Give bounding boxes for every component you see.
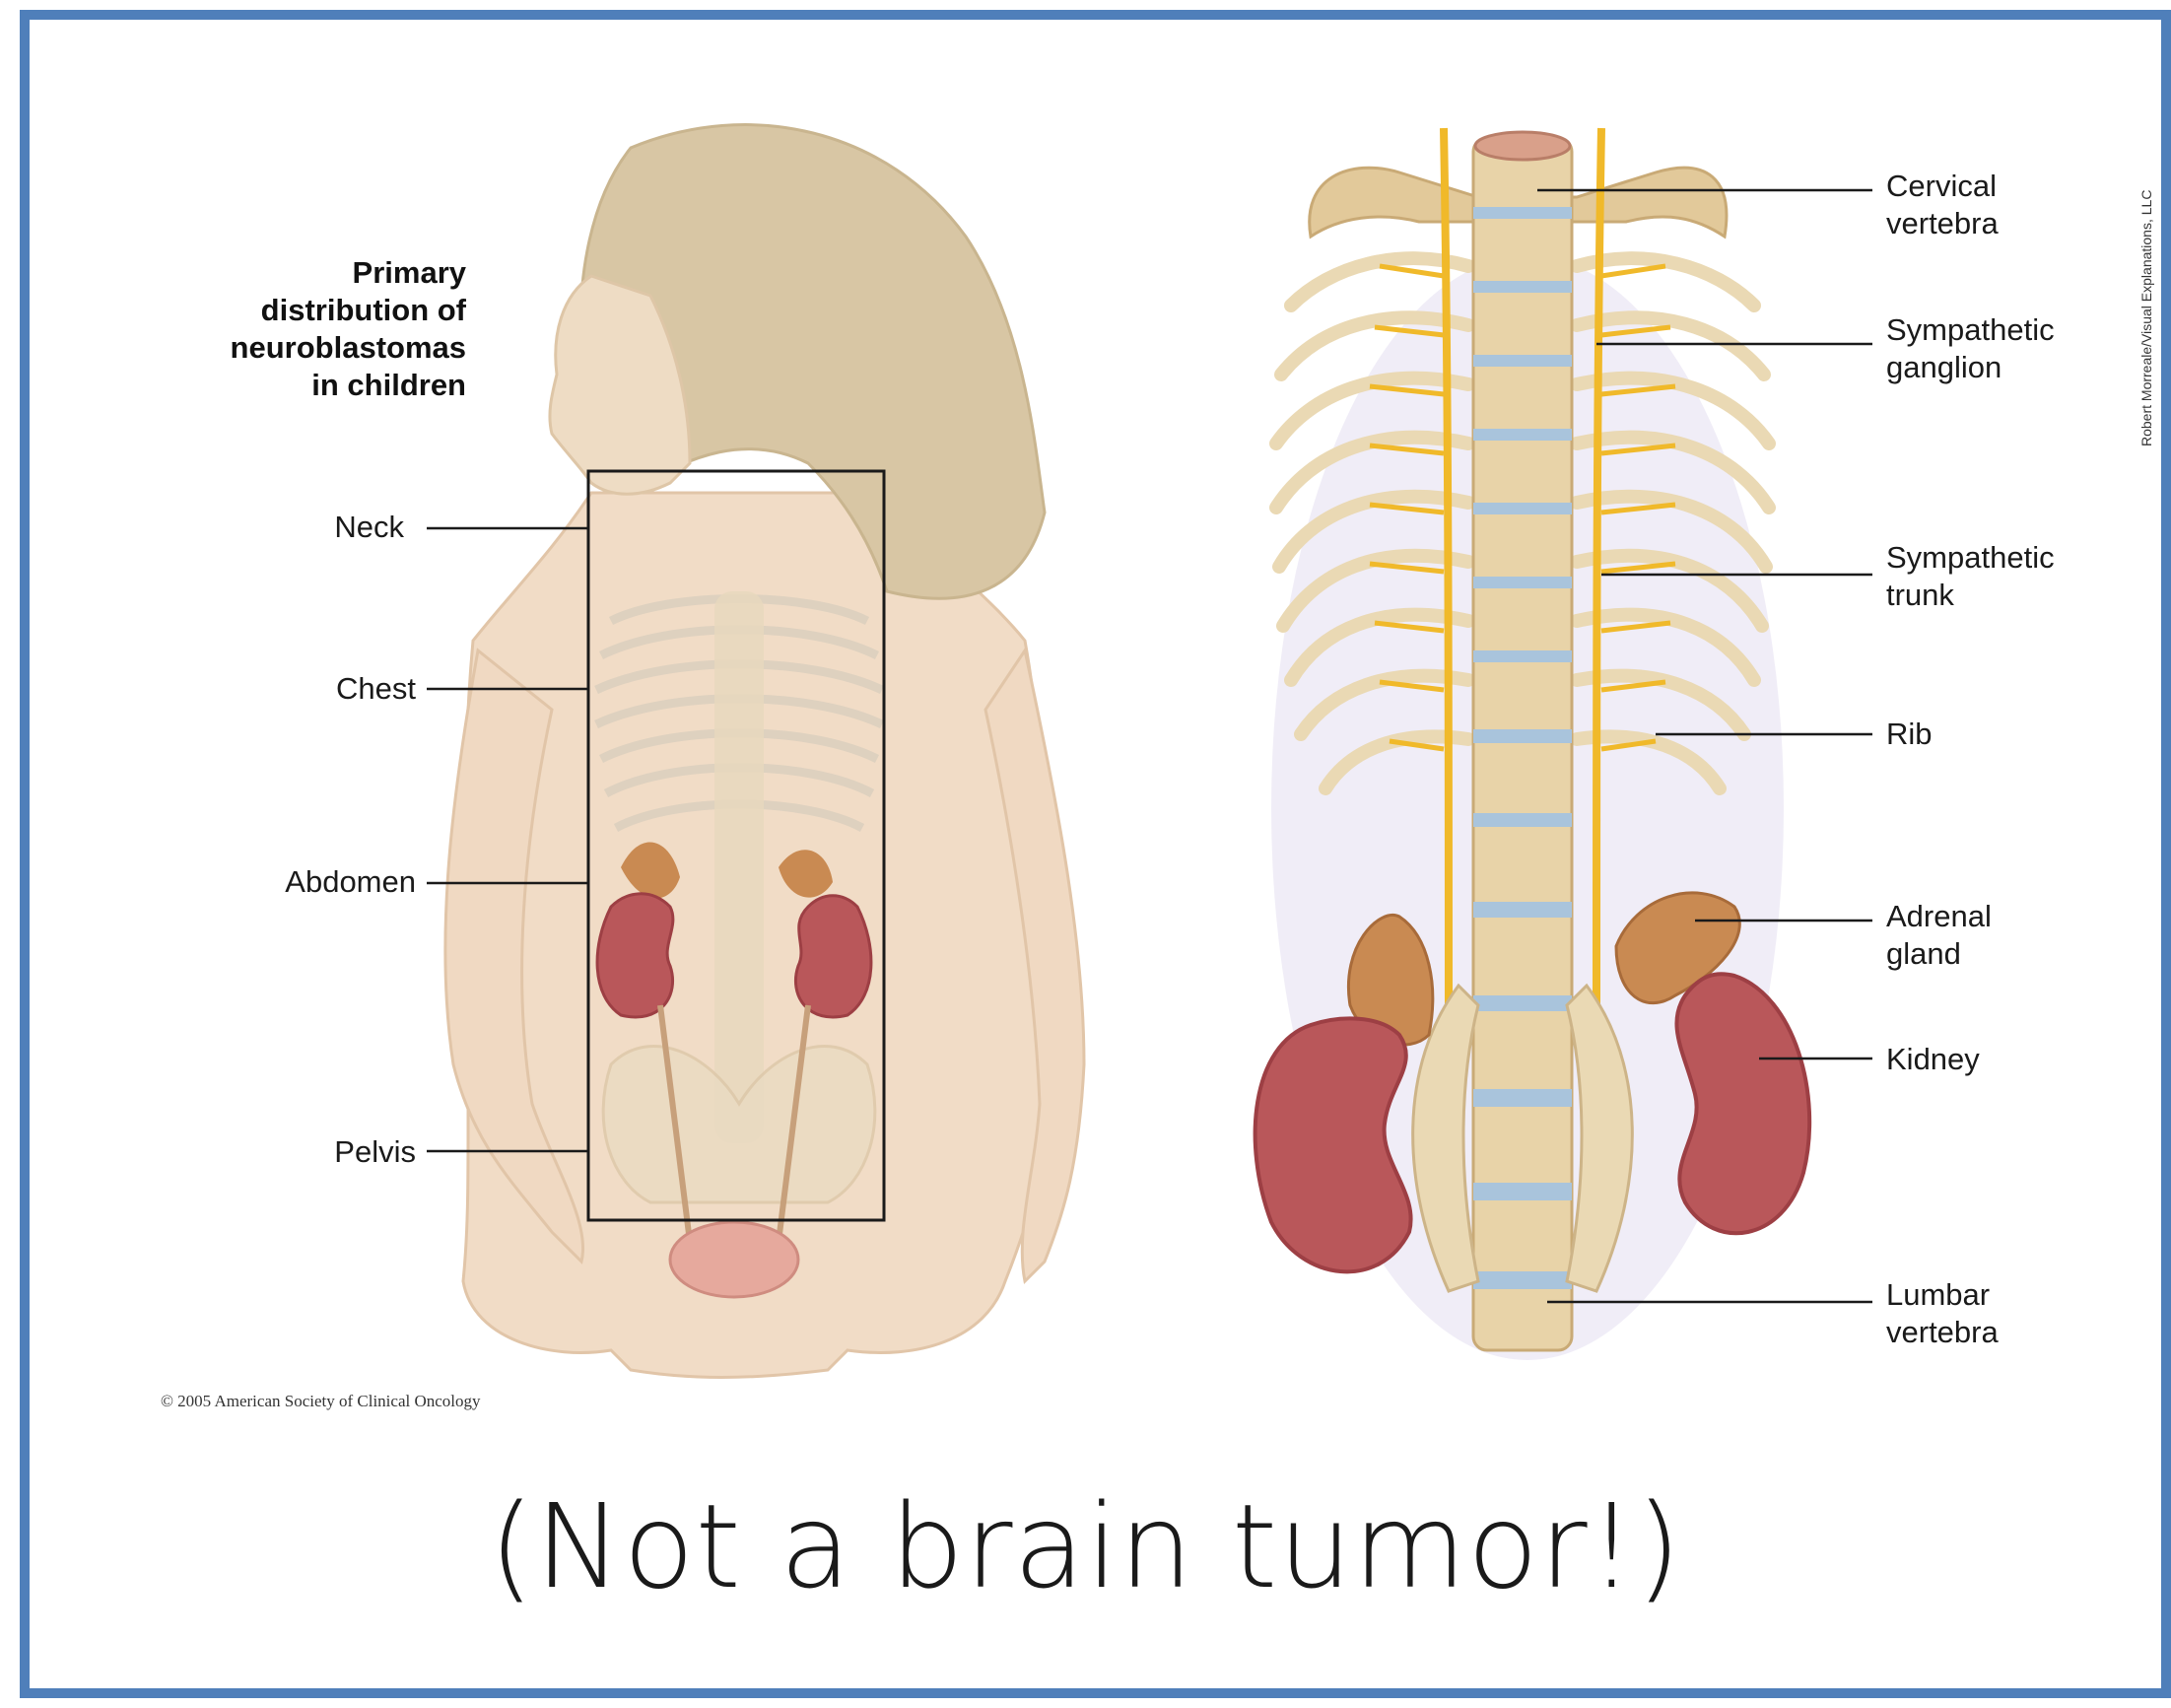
distribution-title-line: neuroblastomas bbox=[158, 329, 466, 367]
child-figure bbox=[427, 125, 1084, 1378]
copyright-notice: © 2005 American Society of Clinical Onco… bbox=[161, 1392, 481, 1411]
label-line: gland bbox=[1886, 935, 1992, 973]
child-kidney-left bbox=[597, 894, 673, 1017]
distribution-title-line: distribution of bbox=[158, 292, 466, 329]
label-line: ganglion bbox=[1886, 349, 2055, 386]
child-bladder bbox=[670, 1222, 798, 1297]
slide-caption: (Not a brain tumor!) bbox=[0, 1478, 2171, 1614]
label-line: Lumbar bbox=[1886, 1276, 1999, 1314]
child-spine bbox=[714, 591, 764, 1143]
label-line: Sympathetic bbox=[1886, 311, 2055, 349]
label-adrenal-gland: Adrenal gland bbox=[1886, 898, 1992, 973]
label-pelvis: Pelvis bbox=[296, 1133, 416, 1171]
label-neck: Neck bbox=[296, 509, 404, 546]
label-lumbar-vertebra: Lumbar vertebra bbox=[1886, 1276, 1999, 1351]
label-line: vertebra bbox=[1886, 205, 1999, 242]
label-abdomen: Abdomen bbox=[227, 863, 416, 901]
kidney-left bbox=[1255, 1018, 1411, 1271]
child-kidney-right bbox=[795, 896, 870, 1017]
spine-figure bbox=[1255, 128, 1872, 1360]
label-line: Sympathetic bbox=[1886, 539, 2055, 577]
label-cervical-vertebra: Cervical vertebra bbox=[1886, 168, 1999, 242]
kidney-right bbox=[1676, 974, 1809, 1233]
label-sympathetic-trunk: Sympathetic trunk bbox=[1886, 539, 2055, 614]
distribution-title: Primary distribution of neuroblastomas i… bbox=[158, 254, 466, 404]
label-line: vertebra bbox=[1886, 1314, 1999, 1351]
label-line: trunk bbox=[1886, 577, 2055, 614]
distribution-title-line: Primary bbox=[158, 254, 466, 292]
label-sympathetic-ganglion: Sympathetic ganglion bbox=[1886, 311, 2055, 386]
label-rib: Rib bbox=[1886, 716, 1933, 753]
label-kidney: Kidney bbox=[1886, 1041, 1980, 1078]
illustrator-credit: Robert Morreale/Visual Explanations, LLC bbox=[2138, 97, 2154, 446]
label-line: Adrenal bbox=[1886, 898, 1992, 935]
label-chest: Chest bbox=[296, 670, 416, 708]
label-line: Cervical bbox=[1886, 168, 1999, 205]
distribution-title-line: in children bbox=[158, 367, 466, 404]
